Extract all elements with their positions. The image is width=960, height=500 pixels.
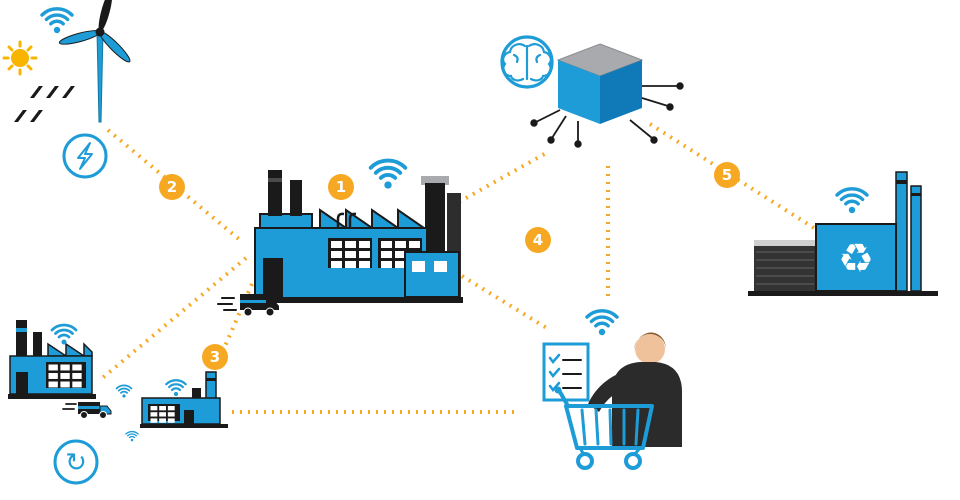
consumer-node bbox=[542, 309, 682, 470]
svg-text:1: 1 bbox=[336, 178, 346, 196]
recycle-icon: ♻ bbox=[838, 236, 874, 282]
badge-4: 4 bbox=[525, 227, 551, 253]
badge-1: 1 bbox=[328, 174, 354, 200]
checklist-icon bbox=[542, 342, 590, 402]
shopping-cart-icon bbox=[554, 386, 654, 470]
supplier-factory-b bbox=[125, 371, 228, 442]
recycling-plant-node: ♻ bbox=[748, 171, 938, 296]
wifi-icon bbox=[368, 158, 408, 191]
person-icon bbox=[588, 332, 682, 447]
sawtooth-roof bbox=[319, 208, 428, 230]
sun-icon bbox=[2, 40, 38, 76]
ai-cloud-node bbox=[500, 35, 684, 148]
svg-text:2: 2 bbox=[167, 178, 177, 196]
cube-network-icon bbox=[530, 43, 684, 148]
badge-2: 2 bbox=[159, 174, 185, 200]
wifi-icon bbox=[50, 323, 78, 346]
svg-text:4: 4 bbox=[533, 231, 543, 249]
brain-icon bbox=[500, 35, 554, 89]
badge-3: 3 bbox=[202, 344, 228, 370]
supplier-factory-a bbox=[8, 320, 96, 399]
supplier-factories-node: ↻ bbox=[8, 320, 228, 485]
wifi-icon bbox=[835, 187, 869, 215]
refresh-icon: ↻ bbox=[53, 439, 99, 485]
wifi-icon bbox=[40, 7, 74, 35]
wifi-icon bbox=[165, 379, 187, 398]
svg-text:5: 5 bbox=[722, 166, 732, 184]
wifi-icon bbox=[115, 384, 133, 399]
wifi-icon bbox=[585, 309, 619, 337]
refresh-glyph: ↻ bbox=[65, 448, 87, 478]
roof-vent-icon bbox=[336, 212, 345, 228]
truck-icon bbox=[217, 294, 279, 317]
step-badges: 1 2 3 4 5 bbox=[159, 162, 740, 370]
wind-turbine-icon bbox=[58, 0, 131, 123]
factory-door bbox=[263, 258, 283, 298]
svg-text:3: 3 bbox=[210, 348, 220, 366]
badge-5: 5 bbox=[714, 162, 740, 188]
renewable-energy-node bbox=[2, 0, 131, 179]
wifi-icon bbox=[125, 430, 139, 442]
link-factory-to-cloud bbox=[451, 150, 549, 208]
electricity-icon bbox=[62, 133, 108, 179]
solar-panel-icon bbox=[14, 86, 75, 122]
main-factory-node bbox=[217, 158, 463, 317]
link-factory-to-checklist bbox=[460, 274, 552, 332]
supplier-truck-icon bbox=[62, 384, 133, 419]
roof-vent-icon bbox=[348, 212, 357, 228]
